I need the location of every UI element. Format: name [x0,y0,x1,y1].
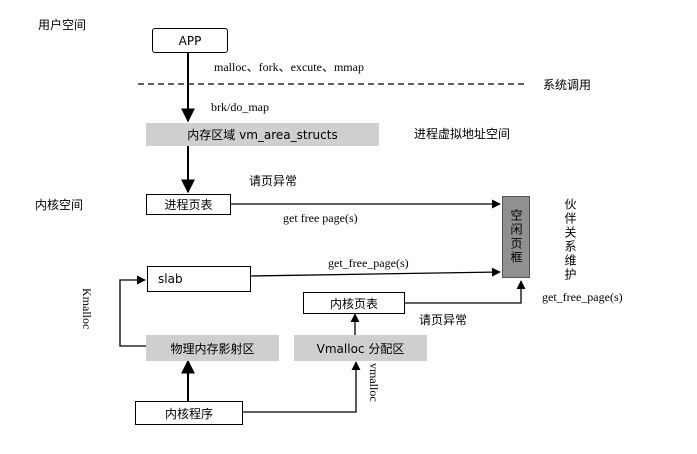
slab-box-label: slab [158,272,183,286]
process-page-table-box: 进程页表 [146,194,231,215]
app-box-label: APP [178,33,202,48]
kernel-space-label: 内核空间 [35,198,84,212]
vm-area-box-label: 内存区域 vm_area_structs [187,128,338,142]
app-box: APP [152,28,228,53]
syscalls-label: malloc、fork、excute、mmap [214,60,364,74]
vm-area-box: 内存区域 vm_area_structs [146,123,379,146]
vmalloc-label: vmalloc [367,363,381,402]
syscall-layer-label: 系统调用 [543,78,592,92]
kernel-program-to-vmalloc-arrow [243,361,361,413]
kmalloc-label: Kmalloc [80,288,94,330]
kernel-page-table-box-label: 内核页表 [329,296,378,311]
vmalloc-area-box: Vmalloc 分配区 [294,335,427,361]
kernel-page-table-box: 内核页表 [303,292,405,314]
page-fault-bottom-label: 请页异常 [419,313,468,327]
buddy-system-label: 伙伴关系维护 [563,198,577,282]
get-free-pages-right-label: get_free_page(s) [542,290,623,304]
brk-do-map-label: brk/do_map [211,100,269,114]
phys-mapping-to-slab-arrow [119,275,146,347]
slab-box: slab [147,266,251,292]
phys-mapping-box: 物理内存影射区 [146,335,279,361]
page-fault-top-label: 请页异常 [249,174,298,188]
free-page-frame-box: 空闲页框 [502,196,530,278]
get-free-pages-mid-label: get_free_page(s) [328,256,409,270]
get-free-pages-top-label: get free page(s) [283,211,358,225]
vmalloc-area-box-label: Vmalloc 分配区 [316,341,405,356]
free-page-frame-box-label: 空闲页框 [509,209,523,265]
virtual-address-space-label: 进程虚拟地址空间 [414,127,511,141]
phys-mapping-box-label: 物理内存影射区 [170,341,255,356]
kernel-program-box: 内核程序 [135,401,243,425]
process-page-table-box-label: 进程页表 [164,198,213,212]
user-space-label: 用户空间 [38,18,87,32]
kernel-page-table-to-free-frame-arrow [405,280,526,304]
kernel-program-box-label: 内核程序 [164,406,213,421]
slab-to-free-frame-arrow [250,267,501,277]
